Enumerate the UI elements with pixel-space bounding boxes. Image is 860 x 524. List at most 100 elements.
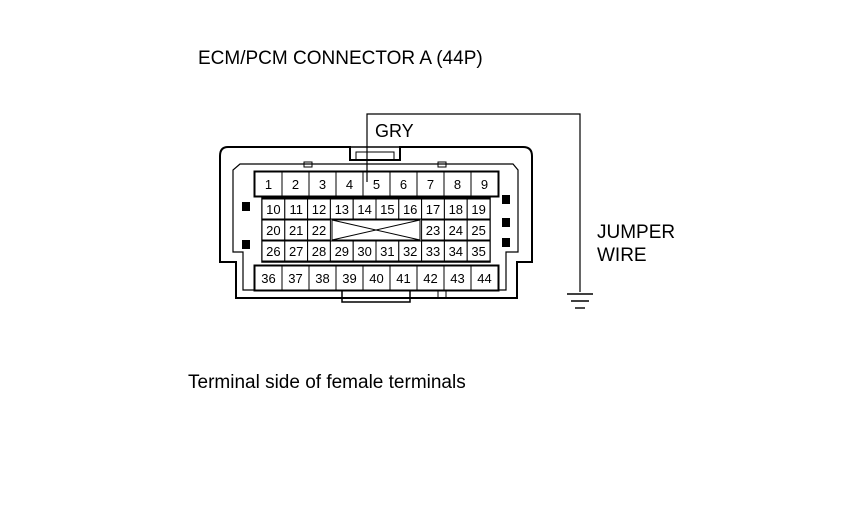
pin-23: 23: [421, 219, 445, 241]
jumper-wire: [366, 113, 581, 292]
pin-number: 41: [396, 271, 410, 286]
pin-number: 21: [289, 223, 303, 238]
pin-number: 39: [342, 271, 356, 286]
pin-29: 29: [329, 240, 354, 262]
pin-44: 44: [470, 265, 499, 291]
pin-row-5: 36 37 38 39 40 41 42 43 44: [253, 264, 500, 292]
pin-number: 34: [449, 244, 463, 259]
pin-number: 16: [403, 202, 417, 217]
pin-number: 27: [289, 244, 303, 259]
pin-10: 10: [261, 198, 286, 220]
pin-32: 32: [398, 240, 423, 262]
pin-2: 2: [281, 171, 310, 197]
pin-cell: [443, 265, 472, 291]
pin-12: 12: [307, 198, 331, 220]
pin-block-middle: 10 11 12 13 14 15 16 17 18 19 20 21 22 23 24 25 26 27 28…: [261, 197, 491, 263]
pin-cell: [389, 265, 418, 291]
pin-31: 31: [375, 240, 400, 262]
pin-42: 42: [416, 265, 445, 291]
pin-18: 18: [443, 198, 468, 220]
pin-15: 15: [375, 198, 400, 220]
pin-number: 1: [265, 177, 272, 192]
pin-cell: [416, 171, 445, 197]
empty-cavity-cross: [331, 219, 421, 241]
pin-number: 6: [400, 177, 407, 192]
pin-6: 6: [389, 171, 418, 197]
pin-number: 37: [288, 271, 302, 286]
diagram-title: ECM/PCM CONNECTOR A (44P): [198, 48, 483, 69]
pin-9: 9: [470, 171, 499, 197]
pin-14: 14: [352, 198, 377, 220]
pin-17: 17: [421, 198, 445, 220]
jumper-label-line-1: JUMPER: [597, 222, 675, 243]
pin-cell: [281, 265, 310, 291]
pin-39: 39: [335, 265, 364, 291]
pin-4: 4: [335, 171, 364, 197]
pin-number: 9: [481, 177, 488, 192]
pin-number: 10: [266, 202, 280, 217]
pin-11: 11: [284, 198, 309, 220]
pin-number: 32: [403, 244, 417, 259]
pin-number: 43: [450, 271, 464, 286]
pin-41: 41: [389, 265, 418, 291]
pin-number: 11: [289, 202, 303, 217]
pin-number: 15: [380, 202, 394, 217]
pin-number: 29: [335, 244, 349, 259]
pin-number: 38: [315, 271, 329, 286]
pin-number: 30: [357, 244, 371, 259]
pin-number: 14: [357, 202, 371, 217]
pin-25: 25: [466, 219, 491, 241]
jumper-label-line-2: WIRE: [597, 245, 647, 266]
pin-28: 28: [307, 240, 331, 262]
pin-cell: [307, 219, 331, 241]
pin-34: 34: [443, 240, 468, 262]
pin-37: 37: [281, 265, 310, 291]
pin-number: 22: [312, 223, 326, 238]
pin-36: 36: [254, 265, 283, 291]
pin-cell: [466, 198, 491, 220]
diagram-caption: Terminal side of female terminals: [188, 372, 466, 393]
pin-8: 8: [443, 171, 472, 197]
connector-housing: [219, 146, 533, 303]
pin-cell: [308, 265, 337, 291]
pin-cell: [281, 171, 310, 197]
pin-number: 5: [373, 177, 380, 192]
pin-number: 4: [346, 177, 353, 192]
pin-cell: [466, 219, 491, 241]
pin-35: 35: [466, 240, 491, 262]
pin-number: 36: [261, 271, 275, 286]
pin-number: 13: [335, 202, 349, 217]
pin-26: 26: [261, 240, 286, 262]
pin-3: 3: [308, 171, 337, 197]
pin-cell: [470, 265, 499, 291]
pin-40: 40: [362, 265, 391, 291]
pin-20: 20: [261, 219, 286, 241]
pin-number: 42: [423, 271, 437, 286]
pin-number: 18: [449, 202, 463, 217]
pin-cell: [466, 240, 491, 262]
pin-number: 20: [266, 223, 280, 238]
pin-number: 25: [471, 223, 485, 238]
pin-number: 3: [319, 177, 326, 192]
pin-number: 35: [471, 244, 485, 259]
pin-number: 2: [292, 177, 299, 192]
pin-27: 27: [284, 240, 309, 262]
pin-22: 22: [307, 219, 331, 241]
pin-cell: [389, 171, 418, 197]
pin-24: 24: [443, 219, 468, 241]
pin-number: 28: [312, 244, 326, 259]
pin-number: 26: [266, 244, 280, 259]
pin-number: 24: [449, 223, 463, 238]
pin-cell: [254, 265, 283, 291]
pin-number: 19: [471, 202, 485, 217]
pin-number: 8: [454, 177, 461, 192]
pin-43: 43: [443, 265, 472, 291]
pin-number: 31: [380, 244, 394, 259]
pin-7: 7: [416, 171, 445, 197]
pin-cell: [254, 171, 283, 197]
wire-color-label: GRY: [375, 121, 414, 141]
pin-number: 12: [312, 202, 326, 217]
pin-33: 33: [421, 240, 445, 262]
